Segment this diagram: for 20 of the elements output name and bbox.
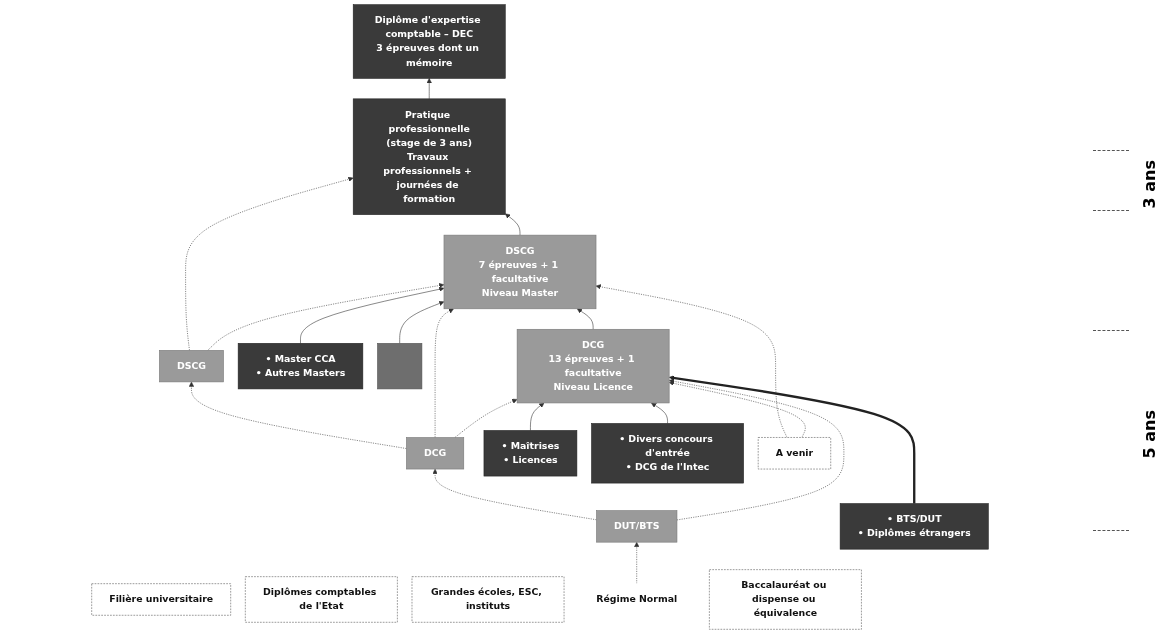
node-box: DUT/BTS	[596, 510, 678, 543]
node-box: • Maîtrises • Licences	[483, 430, 578, 477]
node-box: Baccalauréat ou dispense ou équivalence	[709, 569, 862, 630]
node-box: DSCG	[159, 350, 224, 383]
node-box: Diplôme d'expertise comptable – DEC 3 épreuves dont un mémoire	[352, 4, 506, 79]
node-box: Pratique professionnelle (stage de 3 ans) Travaux professionnels + journées de formation	[352, 98, 506, 215]
node-box: • Divers concours d'entrée • DCG de l'Intec	[591, 423, 744, 484]
node-text: Régime Normal	[596, 593, 678, 605]
duration-label: 3 ans	[1140, 160, 1159, 209]
node-box: DCG 13 épreuves + 1 facultative Niveau Licence	[516, 328, 670, 404]
node-box: DCG	[406, 437, 465, 470]
duration-label: 5 ans	[1140, 410, 1159, 459]
node-box: • BTS/DUT • Diplômes étrangers	[839, 503, 989, 550]
node-box: Grandes écoles, ESC, instituts	[411, 576, 565, 623]
node-box: Filière universitaire	[91, 583, 231, 616]
node-box: DSCG 7 épreuves + 1 facultative Niveau Master	[443, 234, 597, 310]
node-box: • Master CCA • Autres Masters	[237, 343, 364, 390]
node-box: Diplômes comptables de l'Etat	[245, 576, 398, 623]
node-box	[377, 343, 423, 390]
node-box: A venir	[757, 437, 831, 470]
